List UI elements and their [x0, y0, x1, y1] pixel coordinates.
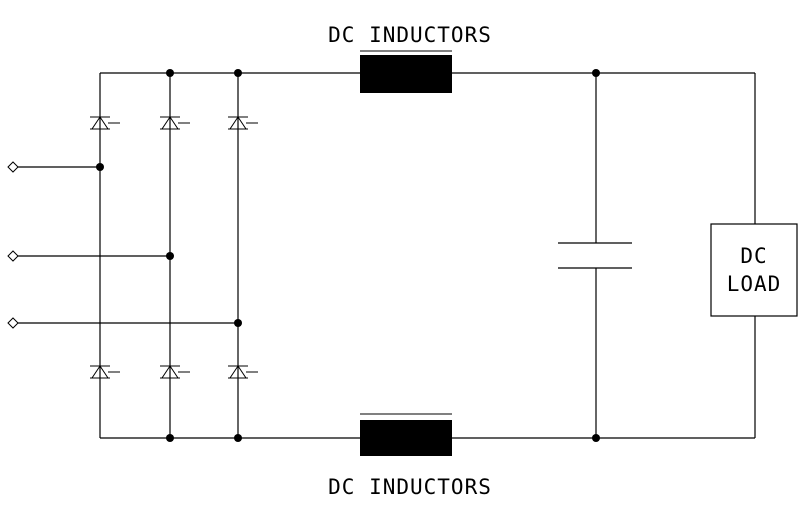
upper-thyristor-1 [90, 116, 120, 130]
node-ac-input-3 [234, 319, 242, 327]
dc-load-label-line2: LOAD [727, 272, 782, 296]
bottom-dc-inductor [360, 420, 452, 456]
ac-input-terminal-2 [7, 250, 19, 262]
top-inductor-label: DC INDUCTORS [328, 23, 492, 47]
top-dc-inductor [360, 55, 452, 93]
node-bottom-leg-2 [166, 434, 174, 442]
dc-load-box [710, 223, 798, 317]
lower-thyristor-1 [90, 365, 120, 379]
lower-thyristor-3 [228, 365, 258, 379]
lower-thyristor-2 [160, 365, 190, 379]
node-ac-input-1 [96, 163, 104, 171]
bottom-inductor-label: DC INDUCTORS [328, 475, 492, 499]
node-ac-input-2 [166, 252, 174, 260]
node-top-leg-3 [234, 69, 242, 77]
dc-link-capacitor [558, 73, 632, 438]
node-bottom-leg-3 [234, 434, 242, 442]
upper-thyristor-3 [228, 116, 258, 130]
upper-thyristor-2 [160, 116, 190, 130]
ac-input-terminal-1 [7, 161, 19, 173]
ac-input-terminal-3 [7, 317, 19, 329]
node-top-leg-2 [166, 69, 174, 77]
dc-load-label-line1: DC [740, 244, 767, 268]
